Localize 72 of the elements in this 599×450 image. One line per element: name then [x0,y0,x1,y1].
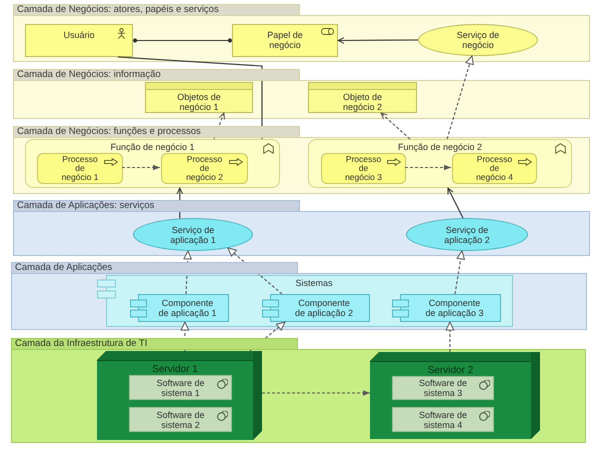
actor-box [25,24,133,57]
dashed-arrow [446,322,454,352]
dashed-arrow [454,250,465,294]
node-label: Papel de negócio [266,30,304,50]
dashed-arrow [405,164,451,170]
data-object-box [308,82,417,113]
node-label: Serviço de aplicação 1 [169,224,217,244]
process-box [37,153,123,184]
node-label: Processo de negócio 3 [344,155,383,182]
node-label: Sistemas [295,278,332,288]
process-box [321,153,406,184]
band-title: Camada de Negócios: informação [13,69,300,81]
node-label: Processo de negócio 1 [60,155,100,182]
function-box [308,139,572,188]
band-title: Camada de Aplicações: serviços [13,200,300,212]
node-label: Objetos de negócio 1 [176,92,222,112]
process-box [161,153,248,184]
component-box [392,294,501,322]
component-box [97,275,513,327]
node-label: Serviço de aplicação 2 [443,224,491,244]
node-label: Processo de negócio 2 [185,155,224,182]
layer-band [13,4,590,62]
band-title: Camada de Aplicações [11,262,298,274]
dashed-arrow [380,112,410,140]
arrow [447,188,464,218]
node-label: Função de negócio 2 [398,142,482,152]
node-label: Software de sistema 2 [155,410,206,430]
role-box [232,24,338,57]
layer-band [13,69,590,119]
process-box [452,153,537,184]
node-label: Componente de aplicação 3 [424,298,485,318]
dashed-arrow [250,322,286,352]
arrow [118,56,265,139]
layer-band [13,126,590,194]
node-label: Usuário [63,30,94,40]
software-box [392,407,494,432]
node-label: Componente de aplicação 1 [157,298,218,318]
arrow [176,188,184,218]
software-box [129,375,232,400]
component-box [130,294,229,322]
node-label: Função de negócio 1 [110,142,195,152]
layer-band [11,262,587,330]
node-label: Software de sistema 4 [418,410,468,430]
dashed-arrow [183,250,192,294]
dashed-arrow [262,390,370,396]
server-node [97,351,262,440]
function-box [25,139,280,188]
node-label: Componente de aplicação 2 [294,298,354,318]
dashed-arrow [122,164,160,170]
node-label: Serviço de negócio [456,30,500,50]
dashed-arrow [446,55,474,140]
arrow [338,37,418,44]
band-title: Camada da Infraestrutura de TI [11,338,298,350]
software-box [392,376,494,400]
node-title: Servidor 2 [428,365,474,376]
dashed-arrow [180,322,190,351]
connector-line [133,38,232,43]
dashed-arrow [227,247,282,294]
node-label: Software de sistema 3 [418,378,468,398]
software-box [129,407,232,432]
band-title: Camada de Negócios: atores, papéis e serviços [13,4,300,16]
component-box [262,294,370,322]
node-label: Processo de negócio 4 [475,155,514,182]
node-title: Servidor 1 [152,364,198,375]
server-node [370,352,540,439]
node-label: Software de sistema 1 [155,378,206,398]
layer-band [11,338,586,443]
node-label: Objeto de negócio 2 [342,92,384,112]
dashed-arrow [213,112,225,140]
band-title: Camada de Negócios: funções e processos [13,126,300,138]
data-object-box [145,82,253,113]
layer-band [13,200,590,256]
